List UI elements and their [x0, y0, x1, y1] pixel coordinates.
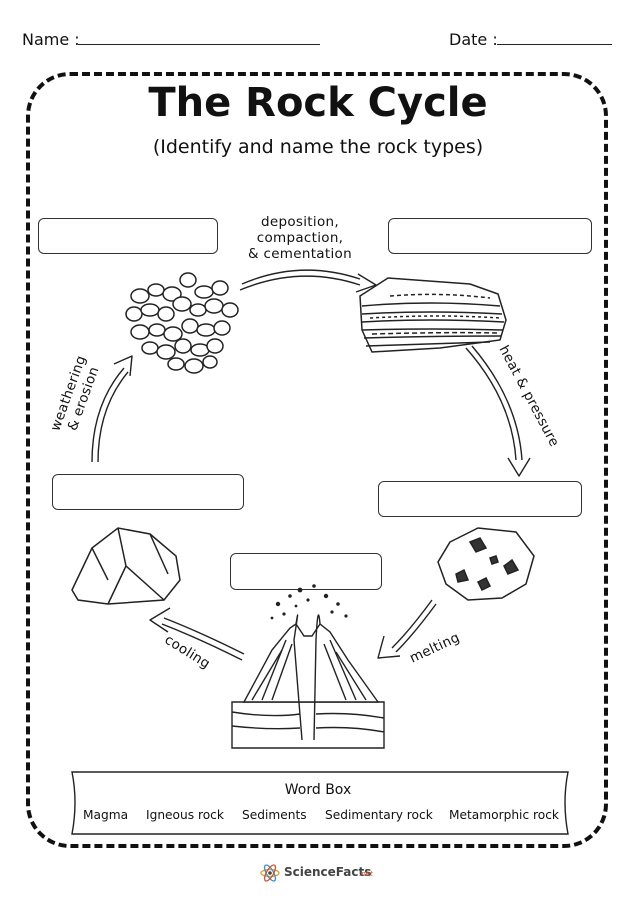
word-box-frame	[71, 771, 569, 835]
name-field[interactable]	[78, 44, 320, 45]
date-field[interactable]	[497, 44, 612, 45]
date-label: Date :	[449, 30, 498, 49]
logo-tld: .net	[359, 870, 373, 878]
label-deposition: deposition, compaction, & cementation	[236, 214, 364, 262]
arrow-cooling	[149, 607, 245, 661]
label-deposition-line1: deposition,	[261, 214, 339, 230]
arrow-heat-pressure	[465, 345, 531, 477]
word-sedimentary-rock: Sedimentary rock	[325, 808, 433, 822]
answer-box-igneous[interactable]	[52, 474, 244, 510]
worksheet-frame	[26, 72, 608, 848]
label-deposition-line2: compaction,	[256, 230, 344, 246]
word-box-title: Word Box	[284, 782, 352, 798]
arrow-melting	[377, 599, 437, 659]
answer-box-sediments[interactable]	[38, 218, 218, 254]
label-deposition-line3: & cementation	[248, 246, 352, 262]
arrow-weathering	[91, 355, 133, 463]
logo-text: ScienceFacts	[284, 865, 372, 879]
metamorphic-rock-illustration	[437, 527, 535, 601]
word-igneous-rock: Igneous rock	[146, 808, 224, 822]
arrow-deposition	[239, 269, 377, 293]
sciencefacts-logo-icon	[260, 864, 280, 882]
word-box: Word Box Magma Igneous rock Sediments Se…	[66, 770, 570, 836]
volcano-illustration	[231, 584, 385, 749]
word-magma: Magma	[83, 808, 129, 822]
answer-box-sedimentary[interactable]	[388, 218, 592, 254]
sciencefacts-logo: ScienceFacts .net	[258, 862, 388, 884]
word-sediments: Sediments	[242, 808, 307, 822]
answer-box-magma[interactable]	[230, 553, 382, 590]
name-label: Name :	[22, 30, 80, 49]
igneous-rock-illustration	[71, 527, 181, 605]
worksheet-subtitle: (Identify and name the rock types)	[152, 136, 484, 158]
sedimentary-rock-illustration	[359, 277, 507, 353]
sediments-illustration	[125, 272, 239, 374]
answer-box-metamorphic[interactable]	[378, 481, 582, 517]
word-metamorphic-rock: Metamorphic rock	[449, 808, 559, 822]
worksheet-title: The Rock Cycle	[148, 80, 488, 126]
